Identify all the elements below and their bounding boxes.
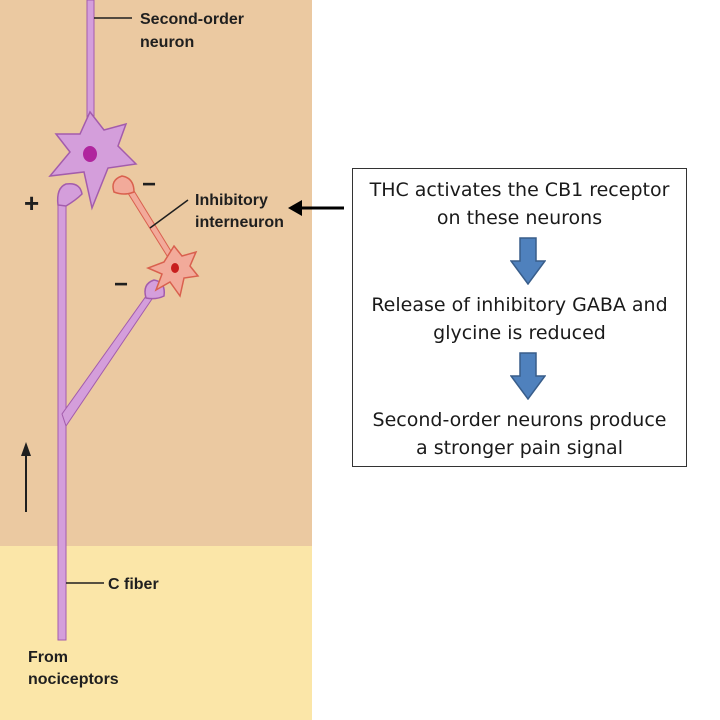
lower-region — [0, 546, 312, 720]
step3-line2: a stronger pain signal — [416, 437, 623, 459]
from-label-line1: From — [28, 649, 68, 666]
down-arrow-icon — [510, 352, 546, 400]
interneuron-nucleus — [171, 263, 179, 273]
second-order-nucleus — [83, 146, 97, 162]
from-label-line2: nociceptors — [28, 671, 119, 688]
step2-line2: glycine is reduced — [433, 322, 606, 344]
excitatory-terminal — [56, 182, 83, 207]
inhibitory-minus-sign-bottom: − — [114, 271, 128, 298]
pointer-arrow-head — [288, 200, 302, 216]
c-fiber-label: C fiber — [108, 576, 159, 593]
thc-effect-box: THC activates the CB1 receptor on these … — [352, 168, 687, 467]
inhibitory-label-line2: interneuron — [195, 214, 284, 231]
down-arrow-icon — [510, 237, 546, 285]
inhibitory-terminal — [112, 175, 135, 195]
second-order-axon — [86, 0, 95, 131]
step2-line1: Release of inhibitory GABA and — [371, 294, 668, 316]
second-order-label-line2: neuron — [140, 34, 194, 51]
dorsal-horn-region — [0, 0, 312, 546]
excitatory-plus-sign: + — [24, 188, 39, 218]
interneuron-leader-line — [149, 199, 189, 229]
step1-line1: THC activates the CB1 receptor — [369, 179, 670, 201]
second-order-label-line1: Second-order — [140, 11, 244, 28]
inhibitory-label-line1: Inhibitory — [195, 192, 268, 209]
step-stronger-pain-signal: Second-order neurons produce a stronger … — [353, 406, 686, 462]
step3-line1: Second-order neurons produce — [372, 409, 667, 431]
step-cb1-activation: THC activates the CB1 receptor on these … — [353, 176, 686, 232]
signal-direction-arrow-head — [21, 442, 31, 456]
step1-line2: on these neurons — [436, 207, 603, 229]
step-gaba-reduced: Release of inhibitory GABA and glycine i… — [353, 291, 686, 347]
inhibitory-minus-sign-top: − — [142, 171, 156, 198]
